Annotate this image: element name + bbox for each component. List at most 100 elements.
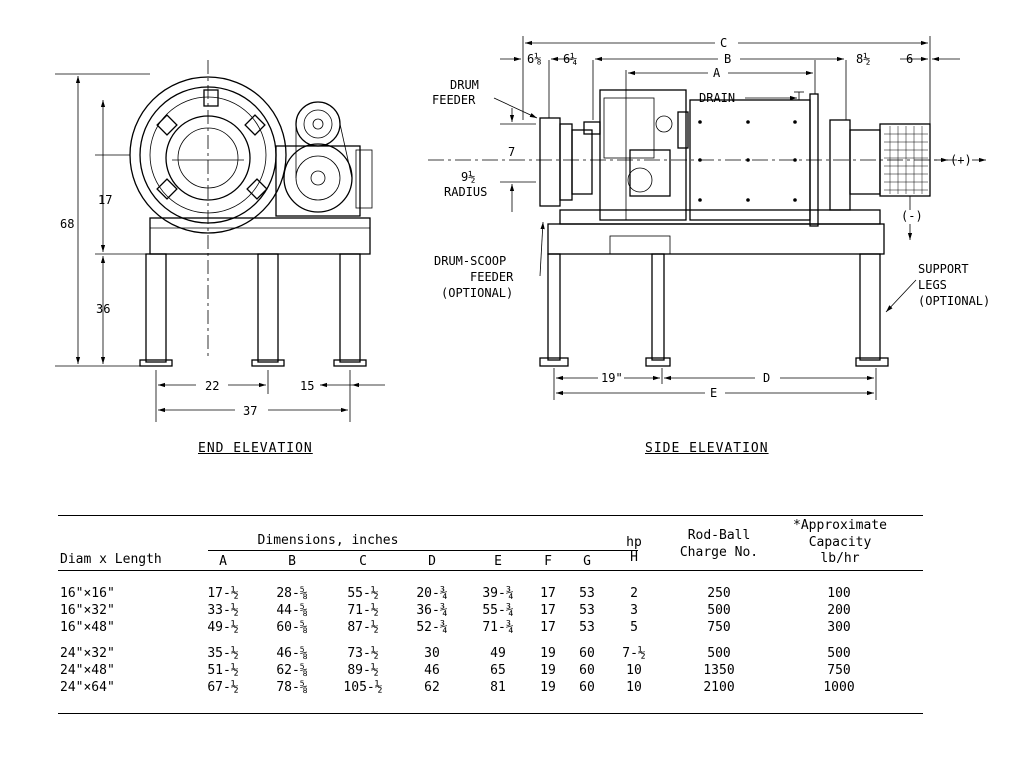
col-c: C <box>359 554 367 569</box>
col-lb-hr: lb/hr <box>820 551 860 566</box>
side-dim-c: C <box>720 36 727 50</box>
scoop-label-1: DRUM-SCOOP <box>434 254 506 268</box>
side-elevation-caption: SIDE ELEVATION <box>645 441 769 456</box>
table-cell: 53 <box>579 603 595 618</box>
plus-label: (+) <box>950 153 972 167</box>
table-cell: 62-⅝ <box>276 663 308 678</box>
table-cell: 2 <box>630 586 638 601</box>
side-dim-6: 6 <box>906 52 913 66</box>
table-cell: 200 <box>827 603 851 618</box>
table-cell: 89-½ <box>347 663 379 678</box>
side-dim-8-1-2: 8½ <box>856 52 870 66</box>
radius-value: 9½ <box>461 170 475 184</box>
side-dim-6-1-8: 6⅛ <box>527 52 541 66</box>
end-dim-36: 36 <box>96 302 110 316</box>
table-cell: 10 <box>626 663 642 678</box>
table-cell: 20-¾ <box>416 586 448 601</box>
table-cell: 87-½ <box>347 620 379 635</box>
table-cell: 16"×48" <box>60 620 115 635</box>
table-cell: 53 <box>579 586 595 601</box>
table-cell: 1350 <box>703 663 735 678</box>
side-elevation-view: C B A 6⅛ 6¼ 8½ 6 7 9½ RADIUS DRUM FEEDER… <box>428 36 990 400</box>
drum-feeder-label-2: FEEDER <box>432 93 476 107</box>
table-cell: 51-½ <box>207 663 239 678</box>
table-cell: 62 <box>424 680 440 695</box>
table-cell: 71-½ <box>347 603 379 618</box>
col-diam-length: Diam x Length <box>60 552 162 567</box>
table-cell: 53 <box>579 620 595 635</box>
side-dim-19: 19" <box>601 371 623 385</box>
col-g: G <box>583 554 591 569</box>
col-hp: hp <box>626 535 642 550</box>
technical-drawing: 68 17 36 22 15 37 <box>55 36 990 422</box>
support-label-2: LEGS <box>918 278 947 292</box>
group-underline <box>208 550 638 551</box>
table-cell: 49-½ <box>207 620 239 635</box>
table-cell: 750 <box>827 663 851 678</box>
col-a: A <box>219 554 227 569</box>
table-cell: 60 <box>579 646 595 661</box>
table-cell: 105-½ <box>343 680 383 695</box>
table-cell: 49 <box>490 646 506 661</box>
col-h: H <box>630 550 638 565</box>
table-cell: 500 <box>827 646 851 661</box>
table-bottom-rule <box>58 713 923 714</box>
drum-feeder-label-1: DRUM <box>450 78 479 92</box>
group-header: Dimensions, inches <box>257 533 399 548</box>
table-cell: 500 <box>707 646 731 661</box>
table-cell: 750 <box>707 620 731 635</box>
table-cell: 73-½ <box>347 646 379 661</box>
table-cell: 71-¾ <box>482 620 514 635</box>
end-elevation-caption: END ELEVATION <box>198 441 313 456</box>
minus-label: (-) <box>901 209 923 223</box>
table-cell: 100 <box>827 586 851 601</box>
table-cell: 55-¾ <box>482 603 514 618</box>
col-charge-no: Charge No. <box>679 545 759 560</box>
table-cell: 300 <box>827 620 851 635</box>
table-cell: 19 <box>540 646 556 661</box>
table-cell: 60 <box>579 680 595 695</box>
end-dim-37: 37 <box>243 404 257 418</box>
table-cell: 81 <box>490 680 506 695</box>
side-dim-d: D <box>763 371 770 385</box>
col-capacity: Capacity <box>808 535 872 550</box>
table-cell: 60 <box>579 663 595 678</box>
table-cell: 55-½ <box>347 586 379 601</box>
table-cell: 78-⅝ <box>276 680 308 695</box>
table-cell: 65 <box>490 663 506 678</box>
table-cell: 500 <box>707 603 731 618</box>
table-cell: 5 <box>630 620 638 635</box>
table-cell: 67-½ <box>207 680 239 695</box>
table-cell: 30 <box>424 646 440 661</box>
table-cell: 17-½ <box>207 586 239 601</box>
col-f: F <box>544 554 552 569</box>
col-e: E <box>494 554 502 569</box>
drain-label: DRAIN <box>699 91 735 105</box>
table-cell: 36-¾ <box>416 603 448 618</box>
table-cell: 17 <box>540 603 556 618</box>
table-top-rule <box>58 515 923 516</box>
side-dim-7: 7 <box>508 145 515 159</box>
table-cell: 250 <box>707 586 731 601</box>
table-cell: 44-⅝ <box>276 603 308 618</box>
table-cell: 60-⅝ <box>276 620 308 635</box>
col-approximate: *Approximate <box>793 518 887 533</box>
table-cell: 16"×16" <box>60 586 115 601</box>
end-elevation-view: 68 17 36 22 15 37 <box>55 60 385 422</box>
support-label-3: (OPTIONAL) <box>918 294 990 308</box>
table-cell: 17 <box>540 620 556 635</box>
table-cell: 3 <box>630 603 638 618</box>
table-cell: 24"×48" <box>60 663 115 678</box>
table-cell: 1000 <box>823 680 855 695</box>
side-dim-b: B <box>724 52 731 66</box>
side-dim-e: E <box>710 386 717 400</box>
scoop-label-2: FEEDER <box>470 270 514 284</box>
table-cell: 2100 <box>703 680 735 695</box>
table-cell: 7-½ <box>622 646 646 661</box>
table-cell: 39-¾ <box>482 586 514 601</box>
col-rod-ball: Rod-Ball <box>687 528 751 543</box>
table-cell: 52-¾ <box>416 620 448 635</box>
table-cell: 35-½ <box>207 646 239 661</box>
table-cell: 46 <box>424 663 440 678</box>
table-cell: 24"×64" <box>60 680 115 695</box>
